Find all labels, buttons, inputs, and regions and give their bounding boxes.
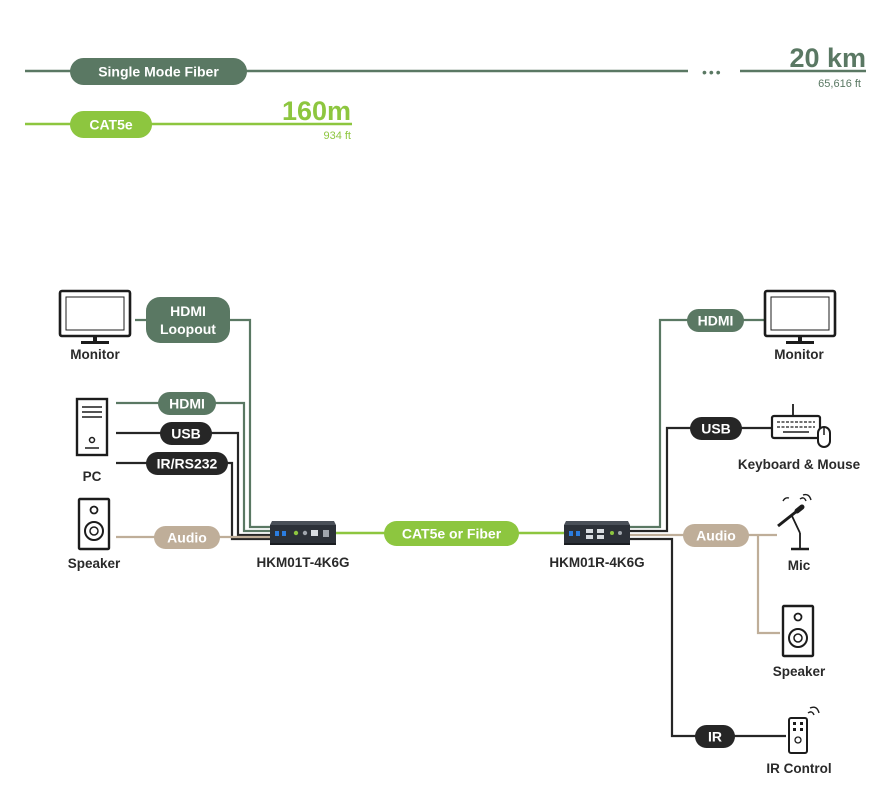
pill-tx-ir-rs232-label: IR/RS232	[157, 456, 218, 472]
rx-monitor-label: Monitor	[774, 347, 824, 362]
rx-speaker: Speaker	[773, 604, 826, 679]
transmitter-name: HKM01T-4K6G	[256, 555, 349, 570]
fiber-ellipsis: •••	[702, 64, 723, 80]
rx-mic: Mic	[777, 493, 812, 573]
link: CAT5e or Fiber	[384, 521, 519, 546]
transmitter-unit: HKM01T-4K6G	[256, 521, 350, 570]
pc-tower-icon	[75, 397, 109, 457]
speaker-icon	[77, 497, 111, 551]
pill-hdmi-loopout-line2: Loopout	[160, 321, 216, 337]
remote-control-icon	[788, 706, 820, 754]
pill-link-label: CAT5e or Fiber	[402, 526, 502, 542]
cable-rx-ir	[630, 537, 786, 738]
pill-rx-ir-label: IR	[708, 729, 722, 745]
pill-hdmi-loopout-line1: HDMI	[170, 303, 206, 319]
cat-pill	[70, 111, 152, 138]
rx-ir-control: IR Control	[766, 706, 832, 776]
rx-cable-pills: HDMI USB Audio IR	[683, 309, 749, 748]
pill-link	[384, 521, 519, 546]
keyboard-icon	[770, 404, 822, 440]
tx-speaker-label: Speaker	[68, 556, 121, 571]
tx-speaker: Speaker	[68, 497, 121, 571]
cable-rx-usb	[630, 426, 772, 533]
rx-monitor: Monitor	[763, 289, 837, 362]
rx-keyboard-mouse: Keyboard & Mouse	[738, 404, 861, 472]
cat-pill-label: CAT5e	[89, 117, 133, 133]
pill-tx-hdmi	[158, 392, 216, 415]
fiber-distance-feet: 65,616 ft	[818, 78, 861, 90]
cable-pc-usb	[116, 431, 270, 537]
cat-distance-feet: 934 ft	[323, 130, 351, 142]
monitor-icon	[58, 289, 132, 344]
pill-rx-audio	[683, 524, 749, 547]
monitor-icon	[763, 289, 837, 344]
tx-pc: PC	[75, 397, 109, 484]
tx-pc-label: PC	[83, 469, 102, 484]
fiber-pill	[70, 58, 247, 85]
pill-hdmi-loopout	[146, 297, 230, 343]
mouse-icon	[817, 426, 831, 448]
pill-tx-audio	[154, 526, 220, 549]
pill-rx-ir	[695, 725, 735, 748]
pill-tx-ir-rs232	[146, 452, 228, 475]
rx-mic-label: Mic	[788, 558, 811, 573]
pill-rx-usb-label: USB	[701, 421, 731, 437]
rx-keyboard-mouse-label: Keyboard & Mouse	[738, 457, 861, 472]
receiver-unit: HKM01R-4K6G	[549, 521, 645, 570]
pill-rx-hdmi-label: HDMI	[698, 313, 734, 329]
pill-tx-usb-label: USB	[171, 426, 201, 442]
extender-box-icon	[564, 521, 630, 545]
tx-cable-pills: HDMI Loopout HDMI USB IR/RS232 Audio	[146, 297, 230, 549]
pill-rx-usb	[690, 417, 742, 440]
distance-legend: ••• Single Mode Fiber 20 km 65,616 ft CA…	[25, 43, 866, 142]
receiver-name: HKM01R-4K6G	[549, 555, 644, 570]
fiber-distance-value: 20 km	[789, 43, 866, 73]
cat-distance-value: 160m	[282, 96, 351, 126]
cable-rx-speaker	[756, 535, 780, 635]
microphone-icon	[777, 493, 812, 551]
tx-monitor-label: Monitor	[70, 347, 120, 362]
speaker-icon	[781, 604, 815, 658]
tx-monitor: Monitor	[58, 289, 132, 362]
rx-speaker-label: Speaker	[773, 664, 826, 679]
extender-box-icon	[270, 521, 336, 545]
pill-rx-hdmi	[687, 309, 744, 332]
fiber-pill-label: Single Mode Fiber	[98, 64, 219, 80]
pill-tx-hdmi-label: HDMI	[169, 396, 205, 412]
pill-rx-audio-label: Audio	[696, 528, 736, 544]
pill-tx-audio-label: Audio	[167, 530, 207, 546]
rx-ir-control-label: IR Control	[766, 761, 831, 776]
pill-tx-usb	[160, 422, 212, 445]
